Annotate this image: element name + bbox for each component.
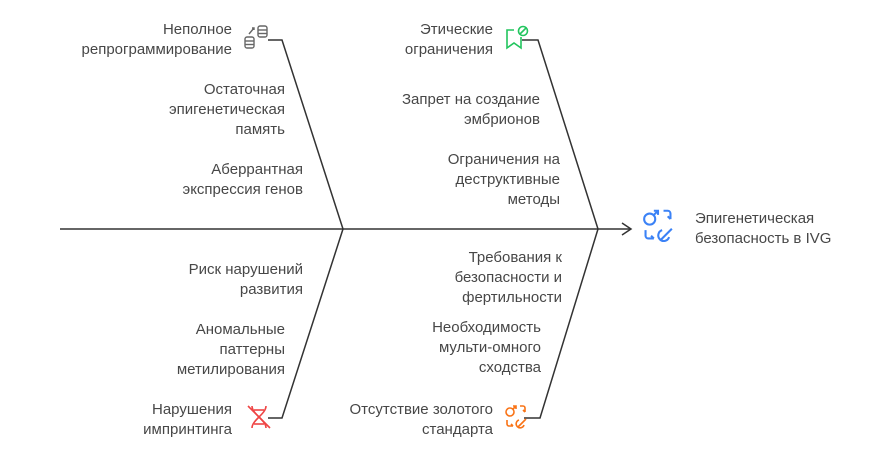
bone-imprinting — [268, 228, 344, 419]
spine-arrowhead — [621, 222, 633, 236]
bone-ethics — [522, 39, 599, 230]
bookmark-ban-icon — [506, 25, 529, 50]
cause-aberrant-expression: Аберрантная экспрессия генов — [182, 161, 303, 198]
cause-destructive-methods: Ограничения на деструктивные методы — [447, 151, 560, 208]
cause-residual-memory: Остаточная эпигенетическая память — [168, 81, 285, 138]
cause-development-risk: Риск нарушений развития — [188, 261, 303, 298]
category-reprogramming: Неполное репрограммирование — [81, 21, 232, 58]
gender-swap-icon — [643, 209, 673, 242]
dna-off-icon — [247, 405, 271, 429]
effect-label: Эпигенетическая безопасность в IVG — [695, 210, 832, 247]
database-transfer-icon — [244, 25, 268, 49]
bone-reprogramming — [268, 39, 344, 230]
cause-multiomic-similarity: Необходимость мульти-омного сходства — [432, 319, 541, 376]
bone-gold-standard — [524, 228, 599, 419]
category-gold-standard: Отсутствие золотого стандарта — [349, 401, 493, 438]
category-ethics: Этические ограничения — [404, 21, 493, 58]
cause-safety-fertility: Требования к безопасности и фертильности — [454, 249, 562, 306]
category-imprinting: Нарушения импринтинга — [143, 401, 232, 438]
cause-methylation-patterns: Аномальные паттерны метилирования — [176, 321, 285, 378]
gender-swap-icon — [505, 405, 527, 429]
cause-embryo-ban: Запрет на создание эмбрионов — [401, 91, 540, 128]
